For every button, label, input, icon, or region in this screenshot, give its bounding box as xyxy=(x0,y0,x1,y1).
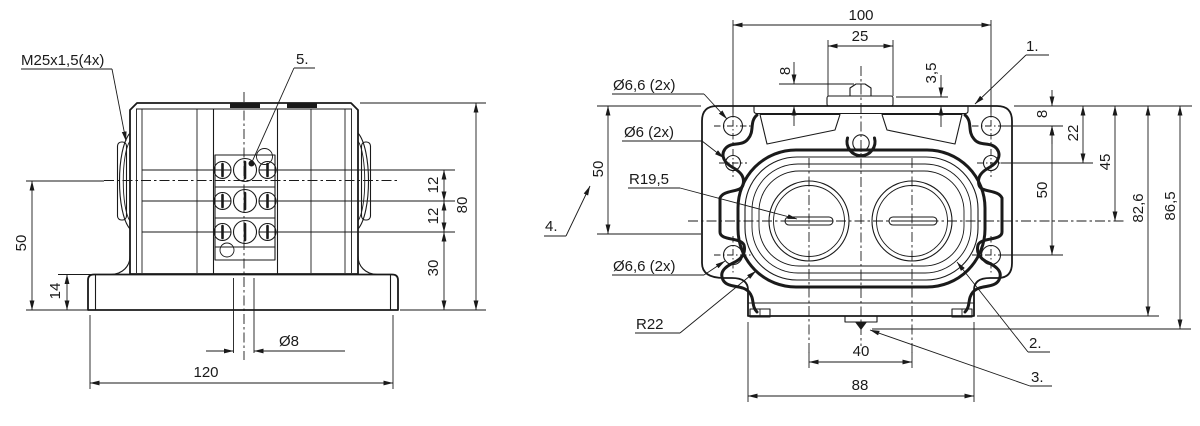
screw-row xyxy=(213,157,277,183)
dim-40-label: 40 xyxy=(853,343,870,360)
gland-rim-left xyxy=(116,141,128,221)
dim-dia8-label: Ø8 xyxy=(279,333,299,350)
callout-1-label: 1. xyxy=(1026,38,1039,55)
gland-dome-left-inner xyxy=(122,140,131,222)
screw-row xyxy=(213,188,277,214)
top-callouts: 1. Ø6,6 (2x) Ø6 (2x) R19,5 4. Ø6,6 (2x) … xyxy=(544,38,1052,387)
leader-dot xyxy=(248,160,255,167)
callout-4-label: 4. xyxy=(545,218,558,235)
screw-row xyxy=(213,219,277,245)
callout-5-label: 5. xyxy=(296,51,309,68)
mirrored-right-details xyxy=(881,113,1004,314)
seal-groove xyxy=(751,163,972,274)
dim-12-label: 12 xyxy=(425,208,442,225)
dim-22-label: 22 xyxy=(1065,125,1082,142)
dim-80-label: 80 xyxy=(454,197,471,214)
dim-8-tab-label: 8 xyxy=(777,67,794,75)
gland-dome-right xyxy=(357,132,369,230)
dim-30-label: 30 xyxy=(425,260,442,277)
corner-radius-label: R22 xyxy=(636,316,664,333)
dim-50-left-label: 50 xyxy=(590,161,607,178)
dim-12-label: 12 xyxy=(425,177,442,194)
gland-dome-left xyxy=(119,132,131,230)
front-dimensions: 50 14 12 12 30 80 Ø8 120 xyxy=(13,102,486,389)
plate-top-recess xyxy=(753,106,969,115)
vent-slot xyxy=(230,103,260,108)
front-view: 50 14 12 12 30 80 Ø8 120 M25x1,5(4x) xyxy=(13,51,486,389)
corner-relief-right xyxy=(963,113,1004,314)
dim-50-holes-label: 50 xyxy=(1034,182,1051,199)
dim-50-label: 50 xyxy=(13,235,30,252)
gland-dome-right-inner xyxy=(357,140,366,222)
callout-2-label: 2. xyxy=(1029,335,1042,352)
dim-100-label: 100 xyxy=(848,7,873,24)
dim-25-label: 25 xyxy=(852,28,869,45)
dim-35-label: 3,5 xyxy=(923,63,940,84)
terminal-aux-screw xyxy=(219,242,235,258)
dim-826-label: 82,6 xyxy=(1130,193,1147,222)
callout-3-label: 3. xyxy=(1031,369,1044,386)
body-foot-right xyxy=(357,255,378,276)
plate-outline xyxy=(701,105,1013,317)
terminal-block xyxy=(214,154,276,261)
conductor-lines xyxy=(142,169,455,233)
front-callouts: M25x1,5(4x) 5. xyxy=(21,51,315,167)
vent-pocket-left xyxy=(759,113,841,145)
cover-radius-label: R19,5 xyxy=(629,171,669,188)
dim-865-label: 86,5 xyxy=(1162,191,1179,220)
vent-slot xyxy=(287,103,317,108)
collar-arc xyxy=(845,136,877,158)
corner-relief-left xyxy=(718,113,759,314)
body-outline xyxy=(129,102,359,275)
top-view: 100 25 8 3,5 8 50 22 xyxy=(544,7,1192,402)
cover-outline xyxy=(736,148,987,289)
dim-8-edge-label: 8 xyxy=(1034,110,1051,118)
terminal-screws xyxy=(213,157,277,245)
holes-side-label: Ø6 (2x) xyxy=(624,124,674,141)
dim-88-label: 88 xyxy=(852,377,869,394)
dim-14-label: 14 xyxy=(47,283,64,300)
top-dimensions: 100 25 8 3,5 8 50 22 xyxy=(590,7,1192,402)
dim-120-label: 120 xyxy=(193,364,218,381)
vent-pocket-right xyxy=(881,113,963,145)
gland-thread-label: M25x1,5(4x) xyxy=(21,52,104,69)
gland-rim-right xyxy=(360,141,372,221)
terminal-aux-screw xyxy=(256,148,273,165)
seal-groove xyxy=(758,170,965,267)
din-tab-peak xyxy=(849,83,872,96)
base-outline xyxy=(87,273,399,311)
dim-45-label: 45 xyxy=(1097,154,1114,171)
holes-top-label: Ø6,6 (2x) xyxy=(613,77,676,94)
holes-bottom-label: Ø6,6 (2x) xyxy=(613,258,676,275)
body-foot-left xyxy=(110,255,131,276)
din-tab xyxy=(826,95,894,107)
